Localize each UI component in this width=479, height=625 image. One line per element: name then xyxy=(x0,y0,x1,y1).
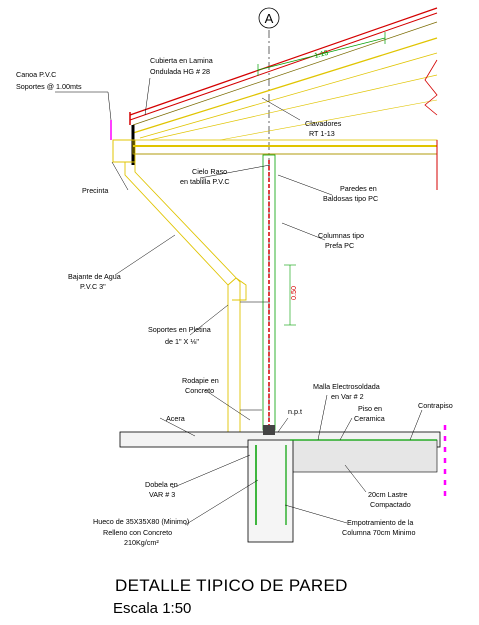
label-lastre: 20cm Lastre xyxy=(368,490,408,499)
annotations: Canoa P.V.C Soportes @ 1.00mts Cubierta … xyxy=(16,56,453,547)
gutter xyxy=(110,120,136,163)
label-npt: n.p.t xyxy=(288,407,302,416)
label-acera: Acera xyxy=(166,414,185,423)
drawing-title: DETALLE TIPICO DE PARED xyxy=(115,576,348,595)
label-bajante-sub: P.V.C 3" xyxy=(80,282,106,291)
label-soportes-sub: de 1" X ⅛" xyxy=(165,337,199,346)
label-hueco-sub: Relleno con Concreto xyxy=(103,528,172,537)
label-empotramiento-sub: Columna 70cm Minimo xyxy=(342,528,416,537)
downpipe xyxy=(124,162,268,440)
ceiling xyxy=(132,139,438,190)
label-bajante: Bajante de Agua xyxy=(68,272,121,281)
label-paredes: Paredes en xyxy=(340,184,377,193)
label-dobela: Dobela en xyxy=(145,480,178,489)
label-canoa: Canoa P.V.C xyxy=(16,70,56,79)
label-cubierta: Cubierta en Lamina xyxy=(150,56,213,65)
label-canoa-sub: Soportes @ 1.00mts xyxy=(16,82,82,91)
foundation xyxy=(119,425,447,543)
label-paredes-sub: Baldosas tipo PC xyxy=(323,194,378,203)
slope-dimension: 1.15 xyxy=(313,48,329,60)
label-contrapiso: Contrapiso xyxy=(418,401,453,410)
label-empotramiento: Empotramiento de la xyxy=(347,518,413,527)
label-precinta: Precinta xyxy=(82,186,108,195)
label-columnas: Columnas tipo xyxy=(318,231,364,240)
label-piso-sub: Ceramica xyxy=(354,414,385,423)
label-hueco-sub2: 210Kg/cm² xyxy=(124,538,159,547)
label-cielo-sub: en tablilla P.V.C xyxy=(180,177,230,186)
wall-section-drawing: A 1.15 xyxy=(16,7,453,547)
roof xyxy=(129,7,438,165)
axis-marker-circle xyxy=(258,7,280,29)
label-rodapie-sub: Concreto xyxy=(185,386,214,395)
label-dobela-sub: VAR # 3 xyxy=(149,490,175,499)
drawing-scale: Escala 1:50 xyxy=(113,600,192,617)
label-hueco: Hueco de 35X35X80 (Minimo) xyxy=(93,517,189,526)
label-lastre-sub: Compactado xyxy=(370,500,411,509)
label-soportes: Soportes en Pletina xyxy=(148,325,211,334)
label-rodapie: Rodapie en xyxy=(182,376,219,385)
label-columnas-sub: Prefa PC xyxy=(325,241,354,250)
axis-marker-label: A xyxy=(265,11,274,26)
label-malla-sub: en Var # 2 xyxy=(331,392,364,401)
leaders xyxy=(55,77,423,526)
label-clavadores: Clavadores xyxy=(305,119,342,128)
label-cubierta-sub: Ondulada HG # 28 xyxy=(150,67,210,76)
spacing-dimension: 0.50 xyxy=(289,286,298,300)
label-piso: Piso en xyxy=(358,404,382,413)
label-malla: Malla Electrosoldada xyxy=(313,382,380,391)
label-cielo: Cielo Raso xyxy=(192,167,227,176)
label-clavadores-sub: RT 1-13 xyxy=(309,129,335,138)
